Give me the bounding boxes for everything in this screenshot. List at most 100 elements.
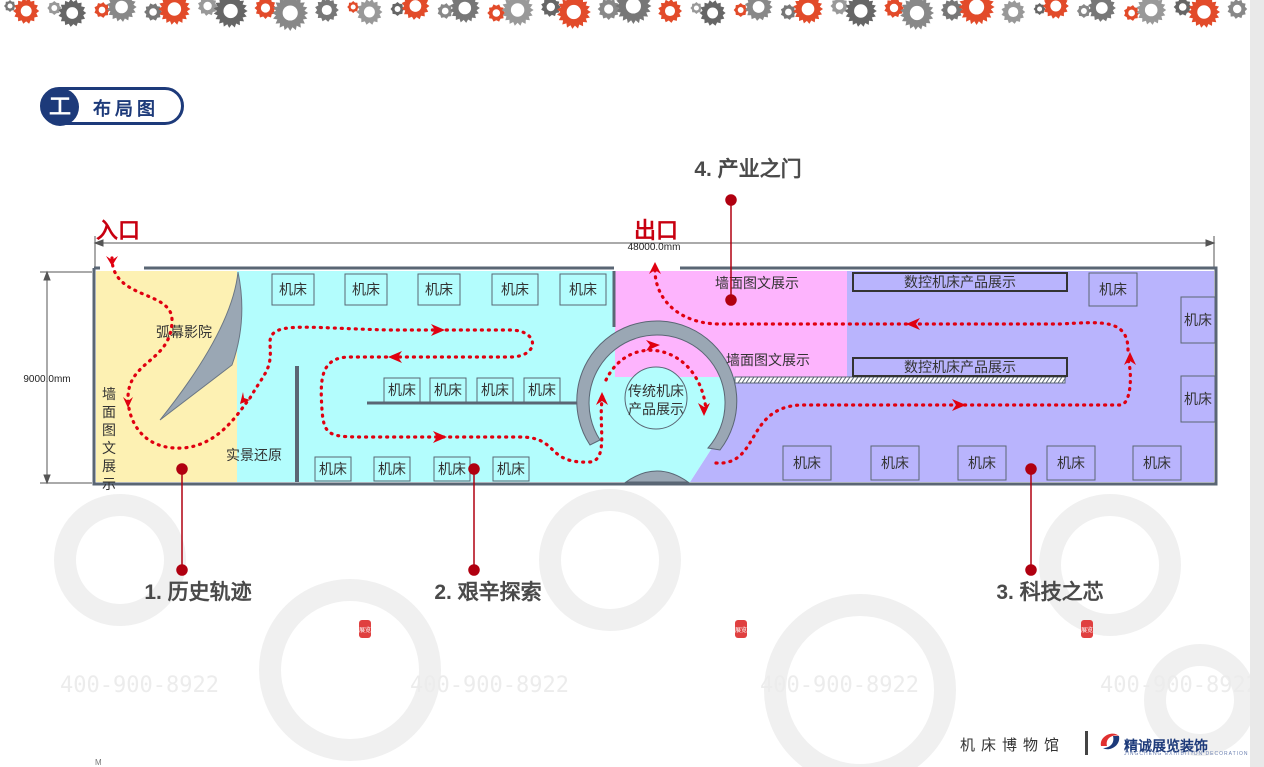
- machine-case-6: [383, 377, 421, 403]
- hatch-line: [917, 376, 923, 384]
- machine-label-20: 机床: [1184, 312, 1212, 328]
- hatch-line: [853, 376, 859, 384]
- hatch-line: [1013, 376, 1019, 384]
- hatch-line: [889, 376, 895, 384]
- gear-icon: [347, 1, 360, 13]
- footer-brand-en: JINGCHENG EXHIBITION DECORATION: [1124, 751, 1249, 757]
- wall-display-mid-label: 墙面图文展示: [726, 352, 810, 368]
- watermark-gears: [54, 489, 1256, 767]
- machine-case-20: [1180, 296, 1216, 344]
- hatch-line: [961, 376, 967, 384]
- hatch-line: [761, 376, 767, 384]
- cnc-display-case-top: [852, 272, 1068, 292]
- entrance-label: 入口: [96, 218, 140, 243]
- dome-cinema-label: 弧幕影院: [156, 324, 212, 340]
- gear-icon: [487, 4, 506, 22]
- hatch-line: [813, 376, 819, 384]
- hatch-line: [789, 376, 795, 384]
- machine-case-10: [314, 456, 352, 482]
- hatch-line: [777, 376, 783, 384]
- dimension-horizontal: [93, 236, 1216, 268]
- hatch-line: [1037, 376, 1043, 384]
- hatch-line: [757, 376, 763, 384]
- gear-icon: [1001, 0, 1026, 24]
- gear-icon: [356, 0, 383, 25]
- rotunda-center: [624, 366, 688, 430]
- machine-case-16: [957, 445, 1007, 481]
- machine-label-4: 机床: [501, 282, 529, 298]
- hatch-line: [985, 376, 991, 384]
- dimension-width-label: 48000.0mm: [628, 242, 681, 253]
- hatch-line: [929, 376, 935, 384]
- hatch-line: [981, 376, 987, 384]
- gear-icon: [390, 2, 405, 16]
- hatch-line: [993, 376, 999, 384]
- gear-icon: [213, 0, 248, 28]
- hatch-line: [933, 376, 939, 384]
- machine-label-13: 机床: [497, 461, 525, 477]
- gear-icon: [1173, 0, 1192, 16]
- machine-case-9: [523, 377, 561, 403]
- svg-text:展览: 展览: [735, 626, 747, 634]
- route-arrows: [106, 256, 1136, 443]
- hatch-line: [801, 376, 807, 384]
- hatch-line: [793, 376, 799, 384]
- footer-divider: [1085, 731, 1088, 755]
- hatch-line: [901, 376, 907, 384]
- hatch-line: [969, 376, 975, 384]
- corner-mark: M: [95, 758, 102, 767]
- hatch-line: [885, 376, 891, 384]
- machine-case-1: [271, 273, 315, 306]
- machine-case-17: [1046, 445, 1096, 481]
- hatch-line: [973, 376, 979, 384]
- gear-icon: [158, 0, 191, 25]
- gear-icon: [733, 3, 748, 17]
- hatch-line: [989, 376, 995, 384]
- hatch-line: [925, 376, 931, 384]
- gear-icon: [1076, 4, 1091, 18]
- gear-icon: [884, 0, 904, 18]
- hatch-line: [809, 376, 815, 384]
- hatch-line: [1057, 376, 1063, 384]
- hatched-partition: [734, 376, 1067, 384]
- hatch-line: [965, 376, 971, 384]
- traditional-label-line1: 传统机床: [628, 383, 684, 399]
- gear-icon: [844, 0, 877, 27]
- machine-case-5: [559, 273, 607, 306]
- gear-icon: [830, 0, 849, 15]
- gear-icon: [658, 0, 682, 23]
- machine-case-8: [476, 377, 514, 403]
- svg-text:400-900-8922: 400-900-8922: [760, 673, 919, 698]
- machine-case-14: [782, 445, 832, 481]
- hatch-line: [821, 376, 827, 384]
- gear-icon: [58, 0, 87, 27]
- wall-display-vertical-char: 示: [102, 476, 116, 492]
- hatch-line: [829, 376, 835, 384]
- gear-icon: [1124, 5, 1140, 21]
- gear-icon: [47, 1, 62, 15]
- outer-walls: [92, 266, 1218, 486]
- hatch-line: [977, 376, 983, 384]
- hatch-line: [941, 376, 947, 384]
- hatch-line: [845, 376, 851, 384]
- footer-brand-name: 精诚展览装饰: [1124, 738, 1208, 754]
- hatch-line: [841, 376, 847, 384]
- hatch-line: [785, 376, 791, 384]
- watermark-phone-row: 400-900-8922 400-900-8922 400-900-8922 4…: [60, 673, 1259, 698]
- wall-display-vertical-label: 墙面图文展示: [102, 386, 116, 492]
- hatch-line: [849, 376, 855, 384]
- machine-label-21: 机床: [1184, 391, 1212, 407]
- zone-explore-fill: [237, 271, 615, 482]
- cnc-display-label-top: 数控机床产品展示: [904, 274, 1016, 290]
- machine-label-6: 机床: [388, 382, 416, 398]
- machine-label-17: 机床: [1057, 455, 1085, 471]
- gear-icon: [793, 0, 823, 24]
- exit-label: 出口: [634, 218, 678, 243]
- machine-label-19: 机床: [1099, 282, 1127, 298]
- machine-label-18: 机床: [1143, 455, 1171, 471]
- hatch-line: [945, 376, 951, 384]
- machine-cases: 机床机床机床机床机床机床机床机床机床机床机床机床机床机床机床机床机床机床机床机床…: [271, 272, 1216, 482]
- gear-icon: [13, 0, 40, 24]
- gear-icon: [615, 0, 652, 24]
